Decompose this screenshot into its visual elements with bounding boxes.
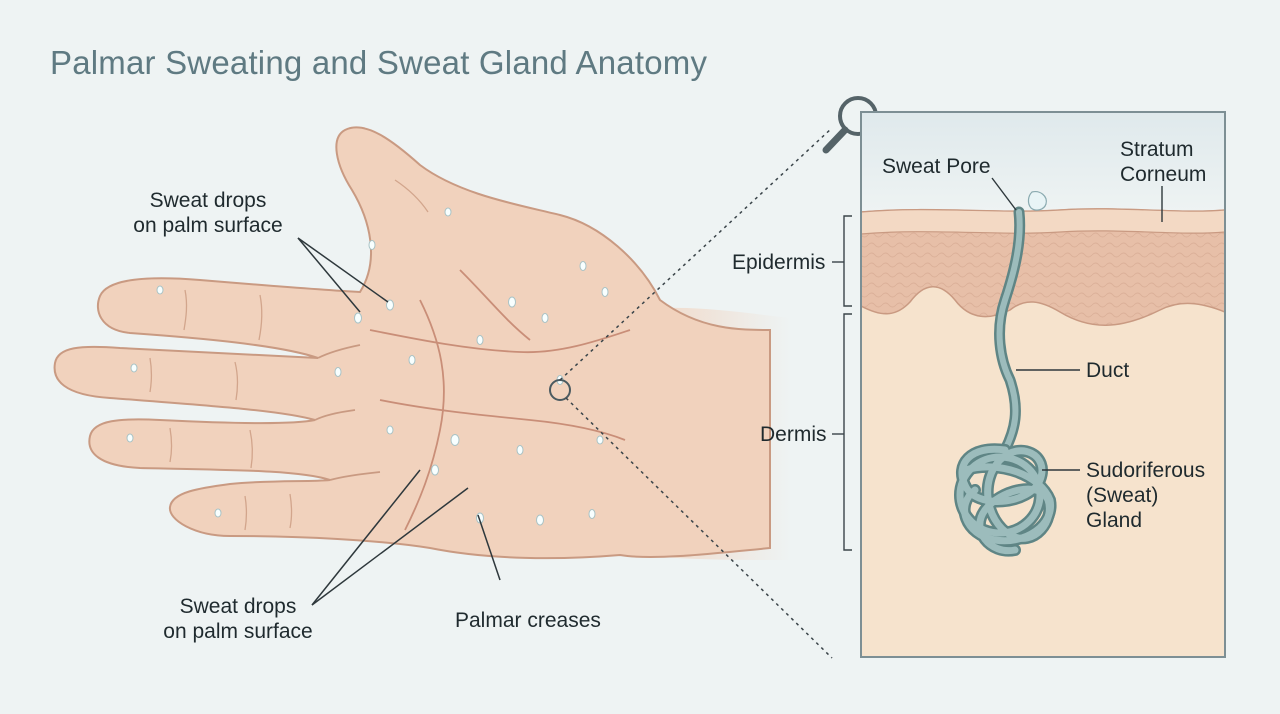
label-epidermis: Epidermis	[732, 251, 826, 274]
hand-illustration	[53, 126, 790, 560]
label-sweat-drops-bottom-line2: on palm surface	[163, 620, 313, 643]
panel-border	[860, 111, 1226, 658]
label-sweat-gland: Sudoriferous (Sweat) Gland	[1086, 458, 1205, 533]
stratum-corneum-layer	[861, 208, 1225, 235]
hand-leader-lines	[297, 237, 501, 606]
label-dermis: Dermis	[760, 423, 827, 446]
label-stratum-corneum: Stratum Corneum	[1120, 137, 1206, 187]
label-sweat-pore: Sweat Pore	[882, 155, 991, 178]
diagram-title: Palmar Sweating and Sweat Gland Anatomy	[50, 44, 708, 81]
label-sweat-gland-line1: Sudoriferous	[1086, 459, 1206, 482]
skin-cross-section-panel	[860, 111, 1226, 658]
hand-silhouette	[53, 126, 771, 560]
skin-leader-lines	[991, 177, 1163, 471]
label-duct: Duct	[1086, 359, 1130, 382]
finger-gap-2	[314, 409, 356, 421]
sweat-gland-coil	[954, 443, 1057, 557]
sweat-droplets	[126, 207, 609, 526]
label-stratum-corneum-line1: Stratum	[1120, 138, 1194, 161]
knuckle-creases	[149, 179, 429, 531]
palmar-crease-lines	[369, 269, 631, 531]
finger-gap-1	[317, 344, 361, 359]
label-sweat-drops-bottom-line1: Sweat drops	[179, 595, 297, 618]
layer-brackets	[832, 215, 852, 551]
label-stratum-corneum-line2: Corneum	[1120, 163, 1207, 186]
label-sweat-gland-line2: (Sweat)	[1086, 484, 1159, 507]
label-sweat-drops-top: Sweat drops on palm surface	[118, 188, 298, 238]
label-sweat-drops-bottom: Sweat drops on palm surface	[148, 594, 328, 644]
label-sweat-drops-top-line1: Sweat drops	[149, 189, 267, 212]
zoom-lines	[559, 127, 833, 659]
label-palmar-creases: Palmar creases	[455, 609, 601, 632]
epidermis-texture	[861, 208, 1225, 326]
label-sweat-drops-top-line2: on palm surface	[133, 214, 283, 237]
finger-gap-3	[329, 471, 381, 481]
label-sweat-gland-line3: Gland	[1086, 509, 1143, 532]
pore-droplet	[1027, 191, 1047, 211]
